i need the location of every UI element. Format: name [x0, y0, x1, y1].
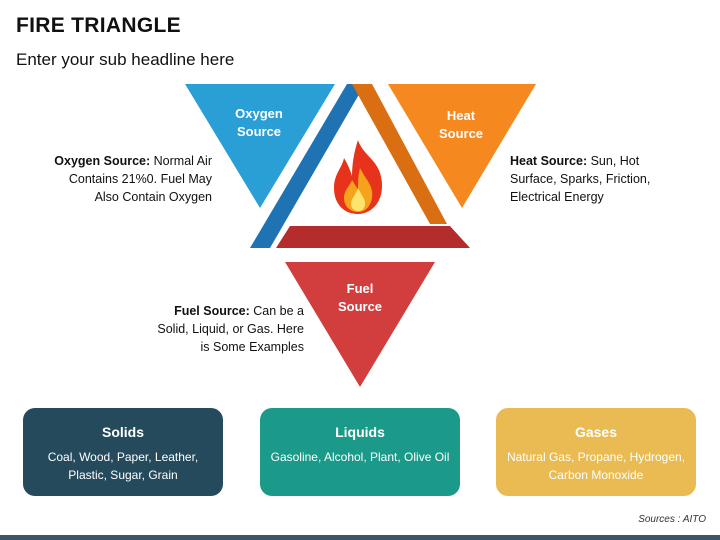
fuel-source-text: Can be a Solid, Liquid, or Gas. Here is … [157, 304, 304, 354]
fuel-source-description: Fuel Source: Can be a Solid, Liquid, or … [150, 302, 304, 356]
gases-card-title: Gases [574, 424, 618, 440]
flame-icon [334, 140, 382, 214]
gases-card-body: Natural Gas, Propane, Hydrogen, Carbon M… [506, 450, 686, 482]
heat-source-description: Heat Source: Sun, Hot Surface, Sparks, F… [510, 152, 670, 206]
heat-source-label: Heat Source: [510, 154, 588, 168]
bottom-bar [0, 535, 720, 540]
fuel-source-label: Fuel Source: [174, 304, 250, 318]
oxygen-source-triangle [185, 84, 335, 208]
heat-source-triangle [388, 84, 536, 208]
fuel-source-triangle [285, 262, 435, 387]
frame-right-bar [352, 84, 447, 224]
oxygen-triangle-label-line2: Source [237, 124, 281, 139]
heat-source-text: Sun, Hot Surface, Sparks, Friction, Elec… [510, 154, 651, 204]
oxygen-source-label: Oxygen Source: [54, 154, 151, 168]
oxygen-source-text: Normal Air Contains 21%0. Fuel May Also … [68, 154, 212, 204]
oxygen-source-description: Oxygen Source: Normal Air Contains 21%0.… [50, 152, 212, 206]
liquids-card: Liquids Gasoline, Alcohol, Plant, Olive … [260, 408, 460, 496]
oxygen-triangle-label-line1: Oxygen [235, 106, 283, 121]
page-subtitle: Enter your sub headline here [16, 50, 235, 69]
sources-note: Sources : AITO [638, 514, 706, 525]
frame-left-bar [250, 84, 365, 248]
heat-triangle-label-line1: Heat [447, 108, 476, 123]
page-title: FIRE TRIANGLE [16, 14, 181, 37]
solids-card: Solids Coal, Wood, Paper, Leather, Plast… [23, 408, 223, 496]
heat-triangle-label-line2: Source [439, 126, 483, 141]
solids-card-title: Solids [101, 424, 144, 440]
solids-card-body: Coal, Wood, Paper, Leather, Plastic, Sug… [47, 450, 199, 482]
frame-bottom-bar [276, 226, 470, 248]
fuel-triangle-label-line1: Fuel [347, 281, 374, 296]
liquids-card-body: Gasoline, Alcohol, Plant, Olive Oil [270, 450, 450, 464]
liquids-card-title: Liquids [335, 424, 385, 440]
fuel-triangle-label-line2: Source [338, 299, 382, 314]
gases-card: Gases Natural Gas, Propane, Hydrogen, Ca… [496, 408, 696, 496]
